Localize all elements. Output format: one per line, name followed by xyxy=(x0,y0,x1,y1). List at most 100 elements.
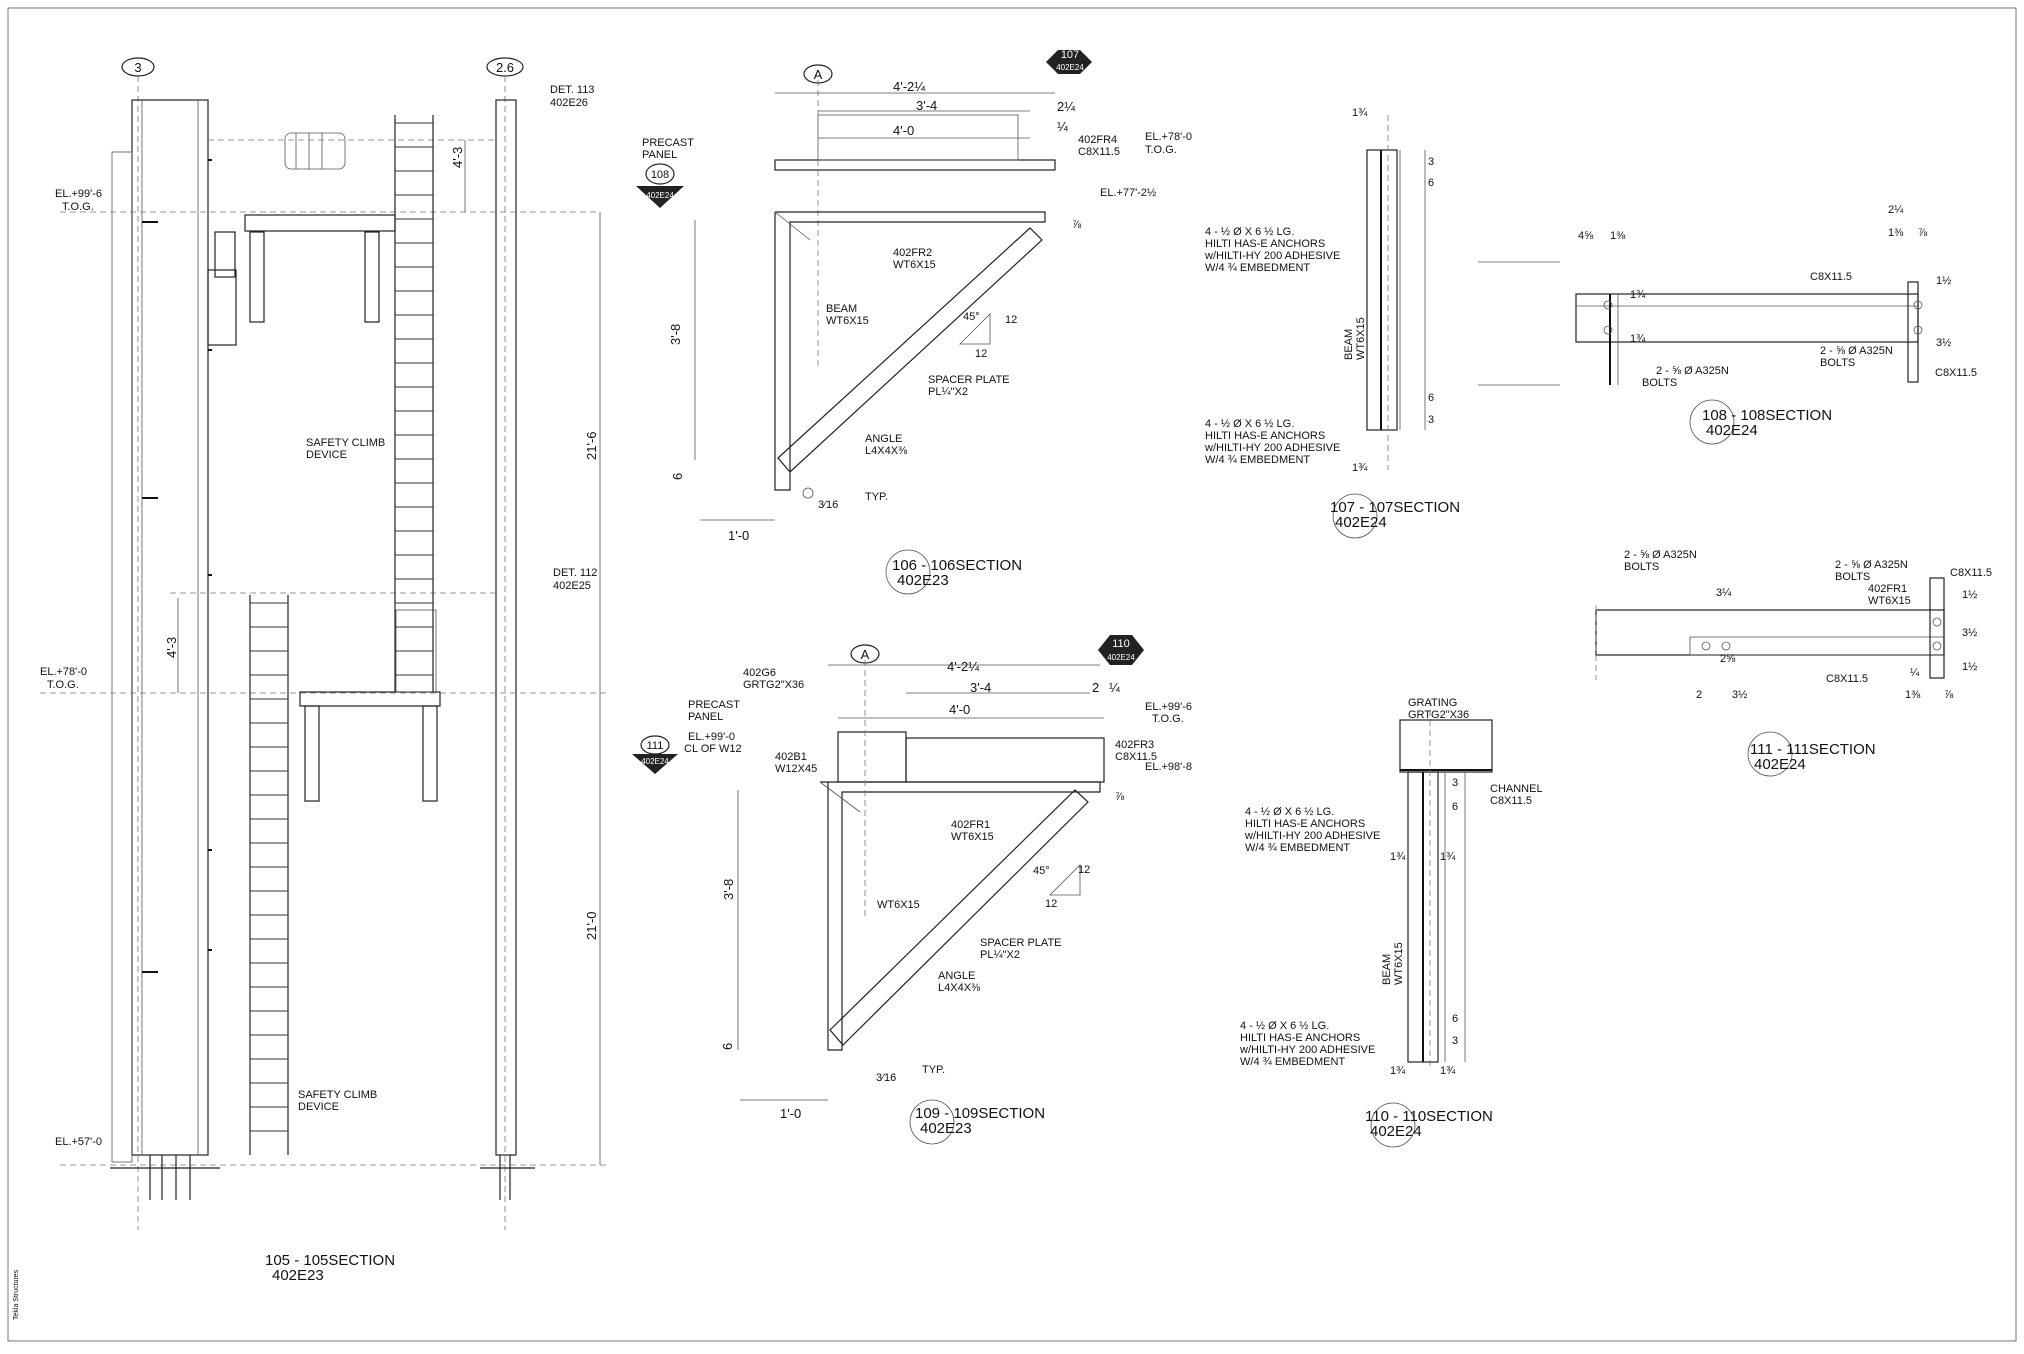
column-left xyxy=(131,99,209,1156)
dim-134b-110: 1¾ xyxy=(1440,851,1456,863)
callout-108-circle xyxy=(645,163,675,185)
b1-label: 402B1 xyxy=(775,751,807,763)
callout-107-marker xyxy=(1046,50,1092,74)
sec107-ref: 402E24 xyxy=(1335,514,1387,531)
anchor2-l3-107: w/HILTI-HY 200 ADHESIVE xyxy=(1204,442,1340,454)
detail-bubble-a-106-label: A xyxy=(814,67,823,82)
slope-12-109b: 12 xyxy=(1045,898,1057,910)
dim-q-106: ¼ xyxy=(1057,119,1068,134)
beam-wt6x15-106 xyxy=(774,211,1046,491)
dim-78-106: ⅞ xyxy=(1072,219,1082,231)
margin-note: Tekla Structures xyxy=(13,1269,20,1320)
fr3-label: 402FR3 xyxy=(1115,739,1154,751)
anchor2-l3-110: w/HILTI-HY 200 ADHESIVE xyxy=(1239,1044,1375,1056)
dim-4-3-top: 4'-3 xyxy=(450,147,465,168)
callout-111-num: 111 xyxy=(647,740,664,752)
section-106: A 4'-2¼ 3'-4 4'-0 2¼ ¼ 402FR4 C8X11.5 EL… xyxy=(636,49,1192,595)
sec106-title: 106 - 106SECTION xyxy=(892,557,1022,574)
g6-size: GRTG2"X36 xyxy=(743,679,804,691)
dim-q-109: ¼ xyxy=(1109,680,1120,695)
g6-label: 402G6 xyxy=(743,667,776,679)
channel-c8-109 xyxy=(905,737,1105,783)
dim-134b-108: 1¾ xyxy=(1630,333,1646,345)
dim-78-109: ⅞ xyxy=(1115,791,1125,803)
beam-size-107: WT6X15 xyxy=(1355,317,1367,360)
sec111-ref: 402E24 xyxy=(1754,756,1806,773)
slope-12-109a: 12 xyxy=(1078,864,1090,876)
el-99-6-109: EL.+99'-6 xyxy=(1145,701,1192,713)
detail-bubble-a-109-label: A xyxy=(861,647,870,662)
callout-110-num: 110 xyxy=(1112,638,1130,650)
anchor1-l2-110: HILTI HAS-E ANCHORS xyxy=(1245,818,1365,830)
anchor2-l4-107: W/4 ¾ EMBEDMENT xyxy=(1205,454,1310,466)
el-78-0-106: EL.+78'-0 xyxy=(1145,131,1192,143)
slope-12-106a: 12 xyxy=(1005,314,1017,326)
b1-size: W12X45 xyxy=(775,763,817,775)
spacer-size-106: PL¼"X2 xyxy=(928,386,968,398)
dim-138-111: 1⅜ xyxy=(1905,689,1921,701)
fr1-label-111: 402FR1 xyxy=(1868,583,1907,595)
column-right xyxy=(495,99,517,1156)
dim-112-108: 1½ xyxy=(1936,275,1951,287)
dim-3-8-106: 3'-8 xyxy=(668,324,683,345)
dim-2-109: 2 xyxy=(1092,680,1099,695)
c8-side-108: C8X11.5 xyxy=(1935,367,1977,379)
sec109-ref: 402E23 xyxy=(920,1120,972,1137)
dim-134c-110: 1¾ xyxy=(1390,1065,1406,1077)
callout-110-marker xyxy=(1098,635,1144,665)
fr2-label: 402FR2 xyxy=(893,247,932,259)
platform-lower xyxy=(299,691,441,707)
dim-134-bot-107: 1¾ xyxy=(1352,462,1368,474)
anchor1-l1-107: 4 - ½ Ø X 6 ½ LG. xyxy=(1205,226,1294,238)
dim-134a-110: 1¾ xyxy=(1390,851,1406,863)
typ-106: TYP. xyxy=(865,491,888,503)
dim-138a-108: 1⅜ xyxy=(1610,230,1626,242)
tog-109: T.O.G. xyxy=(1152,713,1184,725)
el-78-0-tog: T.O.G. xyxy=(47,679,79,691)
safety-climb-label-2b: DEVICE xyxy=(298,1101,339,1113)
el-99-6: EL.+99'-6 xyxy=(55,188,102,200)
anchor1-l1-110: 4 - ½ Ø X 6 ½ LG. xyxy=(1245,806,1334,818)
det-112-label: DET. 112 xyxy=(553,567,597,579)
bolts-r-108: 2 - ⅝ Ø A325N xyxy=(1820,345,1893,357)
channel-c8-108 xyxy=(1575,293,1919,343)
dim-21-0: 21'-0 xyxy=(584,911,599,940)
section-107: 1¾ 1¾ 3 6 6 3 4 - ½ Ø X 6 ½ LG. HILTI HA… xyxy=(1204,107,1460,539)
beam-label-110: BEAM xyxy=(1381,954,1393,985)
dim-3b-107: 3 xyxy=(1428,414,1434,426)
angle-45-109: 45° xyxy=(1033,865,1050,877)
grating-label-110: GRATING xyxy=(1408,697,1457,709)
dim-q-111: ¼ xyxy=(1910,667,1920,679)
dim-312b-111: 3½ xyxy=(1732,689,1747,701)
beam-wt6x15-109 xyxy=(820,781,1101,1051)
section-105: 3 2.6 xyxy=(40,57,610,1284)
dim-138b-108: 1⅜ xyxy=(1888,227,1904,239)
beam-w12-109 xyxy=(837,731,907,783)
dim-112a-111: 1½ xyxy=(1962,589,1977,601)
angle-brace-106 xyxy=(777,227,1043,473)
safety-climb-label-2: SAFETY CLIMB xyxy=(298,1089,377,1101)
dim-134-top-107: 1¾ xyxy=(1352,107,1368,119)
fr1-size-109: WT6X15 xyxy=(951,831,994,843)
bolts-l2-108: BOLTS xyxy=(1642,377,1677,389)
spacer-label-109: SPACER PLATE xyxy=(980,937,1062,949)
section-108: 4⅝ 1⅜ 2¼ 1⅜ ⅞ C8X11.5 C8X11.5 1¾ 1¾ 1½ 3… xyxy=(1478,204,1977,445)
dim-6b-110: 6 xyxy=(1452,1013,1458,1025)
dim-258-111: 2⅝ xyxy=(1720,653,1736,665)
anchor2-l4-110: W/4 ¾ EMBEDMENT xyxy=(1240,1056,1345,1068)
callout-110-ref: 402E24 xyxy=(1107,653,1135,662)
slope-12-106b: 12 xyxy=(975,348,987,360)
dim-2-q-106: 2¼ xyxy=(1057,99,1075,114)
dim-21-6: 21'-6 xyxy=(584,431,599,460)
dim-458-108: 4⅝ xyxy=(1578,230,1594,242)
el-99-0-109: EL.+99'-0 xyxy=(688,731,735,743)
el-57-0: EL.+57'-0 xyxy=(55,1136,102,1148)
fr1-label-109: 402FR1 xyxy=(951,819,990,831)
dim-312-111: 3½ xyxy=(1962,627,1977,639)
beam-label-107: BEAM xyxy=(1343,329,1355,360)
callout-108-num: 108 xyxy=(651,169,669,181)
platform-upper xyxy=(244,214,396,232)
anchor2-l1-107: 4 - ½ Ø X 6 ½ LG. xyxy=(1205,418,1294,430)
dim-134d-110: 1¾ xyxy=(1440,1065,1456,1077)
